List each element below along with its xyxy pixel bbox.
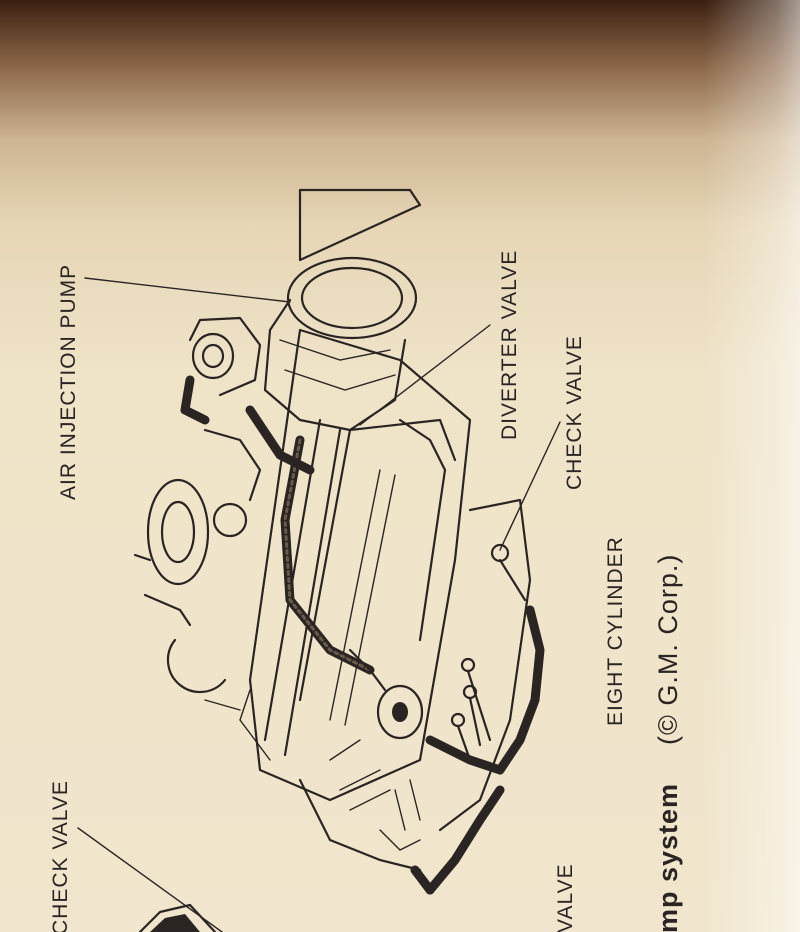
leader-diverter-valve [359,324,491,426]
label-check-valve-right: CHECK VALVE [563,335,586,490]
injection-tubes [450,543,527,762]
label-eight-cylinder: EIGHT CYLINDER [604,536,627,726]
caption-credit: (© G.M. Corp.) [653,553,683,745]
leader-air-injection-pump [84,277,291,303]
air-hoses [245,405,545,895]
air-injection-pump [180,316,262,425]
leader-check-valve-right [499,421,561,551]
caption-system-fragment: mp system [653,782,683,932]
air-cleaner [263,256,418,432]
front-pulleys [133,428,262,711]
label-air-injection-pump: AIR INJECTION PUMP [57,263,80,500]
manifold-details [379,779,421,851]
label-diverter-valve: DIVERTER VALVE [498,249,521,440]
label-valve-fragment: VALVE [554,863,577,932]
label-check-valve-left: CHECK VALVE [49,780,72,932]
